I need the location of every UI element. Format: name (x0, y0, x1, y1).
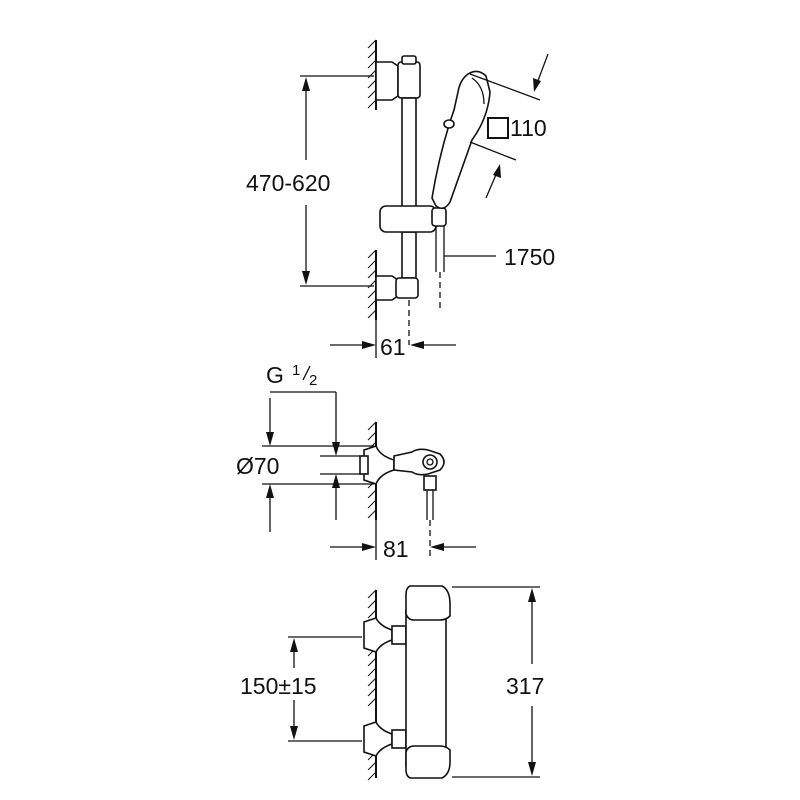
arrow-square-top (533, 78, 541, 92)
label-diameter: Ø70 (236, 453, 279, 479)
square-symbol (487, 117, 509, 139)
rail-cap-top (397, 61, 421, 99)
shower-rail (401, 97, 417, 211)
wall-hatch-thermostat (367, 589, 377, 781)
thermostat: 150±15 317 (240, 585, 544, 781)
union-lower (363, 721, 393, 757)
shower-rail-set: 470-620 110 1750 61 (246, 39, 555, 360)
hand-shower-button (443, 119, 455, 129)
arrow-diameter-bottom (266, 484, 274, 498)
rail-cap-top-screw (401, 55, 417, 65)
wall-valve: G 1 2 Ø70 81 (236, 362, 476, 562)
arrow-projection-right (430, 543, 444, 551)
arrow-thermo-top (528, 588, 536, 602)
hand-shower (431, 70, 491, 210)
ext-line-square-b (469, 141, 517, 161)
thread-fraction-slash (302, 365, 311, 381)
label-hose-length: 1750 (504, 244, 555, 270)
arrow-thermo-bottom (528, 762, 536, 776)
arrow-height-bottom (302, 271, 310, 285)
label-thermostat-height: 317 (506, 673, 544, 699)
label-projection: 81 (383, 536, 409, 562)
union-upper (363, 617, 393, 653)
wall-hatch-top (367, 39, 377, 109)
slider-holder (431, 207, 447, 227)
valve-stub (359, 455, 369, 475)
arrow-square-bottom (493, 164, 501, 178)
rail-slider (379, 205, 437, 233)
wall-hatch-bottom (367, 249, 377, 319)
valve-knob-center (426, 458, 434, 466)
rail-bracket-top (375, 61, 399, 101)
arrow-offset-right (410, 341, 424, 349)
label-center-distance: 150±15 (240, 673, 317, 699)
hand-shower-head-edge (471, 77, 485, 105)
label-square-size: 110 (510, 115, 547, 141)
thermostat-handle-bottom (405, 745, 451, 779)
arrow-offset-left (362, 341, 376, 349)
arrow-projection-left (362, 543, 376, 551)
valve-outlet-nut (423, 475, 437, 491)
shower-rail-lower (401, 231, 417, 279)
label-height-range: 470-620 (246, 170, 330, 196)
rail-cap-bottom (395, 277, 419, 299)
label-wall-offset: 61 (380, 334, 406, 360)
arrow-center-bottom (290, 726, 298, 740)
thermostat-handle-top (405, 585, 451, 621)
arrow-height-top (302, 77, 310, 91)
union-lower-nut (391, 729, 407, 749)
arrow-thread-bottom (332, 474, 340, 488)
label-thread-den: 2 (309, 372, 317, 389)
ext-line-square-a (469, 73, 541, 101)
rail-bracket-bottom (375, 275, 399, 301)
arrow-center-top (290, 638, 298, 652)
label-thread-main: G (266, 362, 284, 388)
union-upper-nut (391, 625, 407, 645)
arrow-diameter-top (266, 432, 274, 446)
arrow-thread-top (332, 442, 340, 456)
valve-knob (422, 454, 438, 470)
label-thread-num: 1 (292, 362, 300, 379)
